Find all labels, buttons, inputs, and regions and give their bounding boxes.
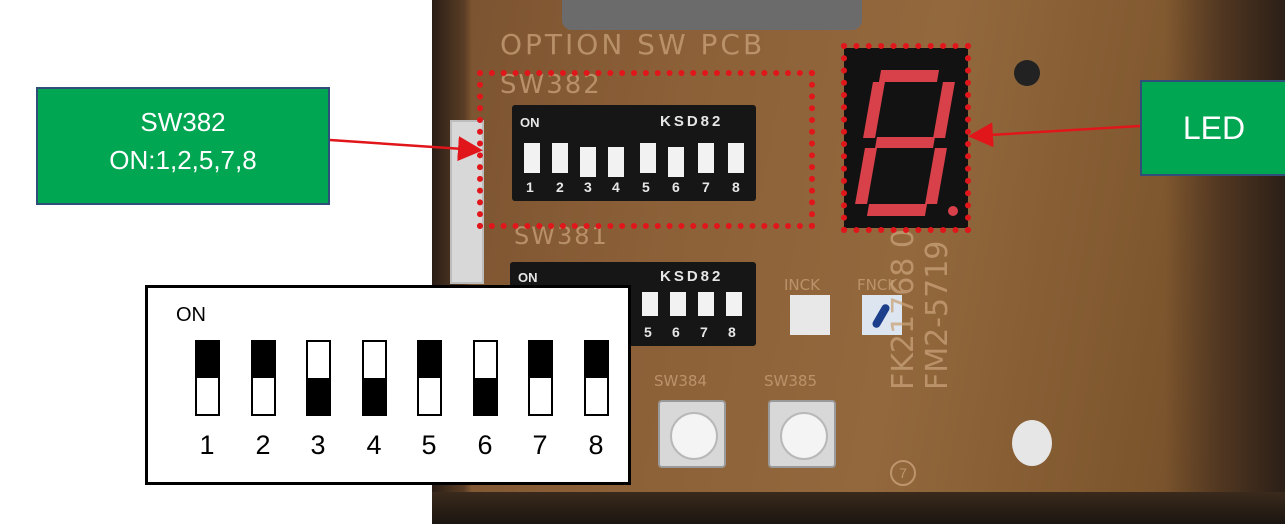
sw382-callout: SW382 ON:1,2,5,7,8 bbox=[36, 87, 330, 205]
diagram-switch-number-1: 1 bbox=[199, 430, 215, 460]
diagram-switch-5 bbox=[417, 340, 442, 416]
diagram-switch-lever-1 bbox=[197, 342, 218, 378]
diagram-switch-number-6: 6 bbox=[477, 430, 493, 460]
sw382-slot-3 bbox=[580, 147, 596, 177]
diagram-switch-number-7: 7 bbox=[532, 430, 548, 460]
sw382-num-7: 7 bbox=[702, 179, 710, 195]
diagram-switch-3 bbox=[306, 340, 331, 416]
diagram-switch-lever-8 bbox=[586, 342, 607, 378]
sw381-num-8: 8 bbox=[728, 324, 736, 340]
sw382-num-4: 4 bbox=[612, 179, 620, 195]
diagram-switch-lever-2 bbox=[253, 342, 274, 378]
sw382-num-3: 3 bbox=[584, 179, 592, 195]
diagram-switch-lever-4 bbox=[364, 378, 385, 414]
diagram-switch-lever-3 bbox=[308, 378, 329, 414]
sw381-num-6: 6 bbox=[672, 324, 680, 340]
diagram-switch-7 bbox=[528, 340, 553, 416]
pcb-bottom-edge bbox=[432, 492, 1285, 524]
diagram-on-label: ON bbox=[176, 304, 206, 326]
sw381-on-label: ON bbox=[518, 270, 538, 285]
diagram-switch-4 bbox=[362, 340, 387, 416]
diagram-switch-number-5: 5 bbox=[421, 430, 437, 460]
sw384-push-button bbox=[658, 400, 726, 468]
pcb-white-clip bbox=[1012, 420, 1052, 466]
sw382-slot-2 bbox=[552, 143, 568, 173]
pcb-sw384-label: SW384 bbox=[654, 372, 707, 390]
sw381-slot-6 bbox=[670, 292, 686, 316]
diagram-switch-1 bbox=[195, 340, 220, 416]
sw381-num-5: 5 bbox=[644, 324, 652, 340]
sw382-callout-title: SW382 bbox=[140, 107, 226, 137]
sw382-callout-on-list: ON:1,2,5,7,8 bbox=[109, 145, 257, 175]
sw384-button-cap bbox=[670, 412, 718, 460]
inck-pad bbox=[790, 295, 830, 335]
sw381-slot-8 bbox=[726, 292, 742, 316]
diagram-switch-lever-5 bbox=[419, 342, 440, 378]
diagram-switch-2 bbox=[251, 340, 276, 416]
sw382-slot-7 bbox=[698, 143, 714, 173]
diagram-switch-6 bbox=[473, 340, 498, 416]
diagram-switch-lever-6 bbox=[475, 378, 496, 414]
sw382-slot-5 bbox=[640, 143, 656, 173]
pcb-part-line-1: FK21768 01 bbox=[886, 209, 921, 390]
sw385-button-cap bbox=[780, 412, 828, 460]
sw382-highlight bbox=[477, 70, 815, 229]
pcb-part-line-2: FM2-5719 bbox=[920, 240, 955, 390]
pcb-inck-label: INCK bbox=[784, 276, 820, 294]
sw382-num-5: 5 bbox=[642, 179, 650, 195]
sw381-slot-7 bbox=[698, 292, 714, 316]
diagram-switch-number-4: 4 bbox=[366, 430, 382, 460]
diagram-switch-number-3: 3 bbox=[310, 430, 326, 460]
sw382-brand: KSD82 bbox=[660, 113, 724, 130]
sw382-num-6: 6 bbox=[672, 179, 680, 195]
fnck-pad bbox=[862, 295, 902, 335]
pcb-fnck-label: FNCK bbox=[857, 276, 898, 294]
sw385-push-button bbox=[768, 400, 836, 468]
diagram-switch-8 bbox=[584, 340, 609, 416]
dip-switch-diagram: ON 1 2 3 4 5 6 7 8 bbox=[145, 285, 631, 485]
led-callout: LED bbox=[1140, 80, 1285, 176]
sw382-num-1: 1 bbox=[526, 179, 534, 195]
sw382-slot-1 bbox=[524, 143, 540, 173]
pcb-sw385-label: SW385 bbox=[764, 372, 817, 390]
diagram-switch-lever-7 bbox=[530, 342, 551, 378]
sw382-on-label: ON bbox=[520, 115, 540, 130]
diagram-switch-number-2: 2 bbox=[255, 430, 271, 460]
led-highlight bbox=[841, 43, 971, 233]
led-decimal-point bbox=[948, 206, 958, 216]
diagram-switch-number-8: 8 bbox=[588, 430, 604, 460]
sw382-slot-4 bbox=[608, 147, 624, 177]
sw382-slot-6 bbox=[668, 147, 684, 177]
sw382-slot-8 bbox=[728, 143, 744, 173]
sw381-num-7: 7 bbox=[700, 324, 708, 340]
pcb-right-shadow bbox=[1165, 0, 1285, 524]
sw381-brand: KSD82 bbox=[660, 268, 724, 285]
pcb-top-housing bbox=[562, 0, 862, 30]
sw382-num-8: 8 bbox=[732, 179, 740, 195]
seven-segment-led bbox=[844, 48, 968, 228]
sw381-slot-5 bbox=[642, 292, 658, 316]
pcb-part-number: FK21768 01 FM2-5719 bbox=[886, 209, 955, 390]
sw382-dip-switch: ON KSD82 1 2 3 4 5 6 7 8 bbox=[512, 105, 756, 201]
pcb-board-title: OPTION SW PCB bbox=[500, 28, 766, 61]
sw382-num-2: 2 bbox=[556, 179, 564, 195]
pcb-circle-mark: 7 bbox=[890, 460, 916, 486]
pcb-mount-post bbox=[1014, 60, 1040, 86]
